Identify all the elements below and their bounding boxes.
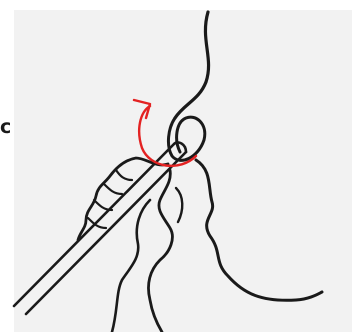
yarn-loop-icon [168,117,204,160]
counterclockwise-arrow-icon [134,100,196,166]
yarn-tail-icon [196,160,322,300]
yarn-strand-icon [175,12,209,118]
crochet-hook-icon [14,142,186,314]
